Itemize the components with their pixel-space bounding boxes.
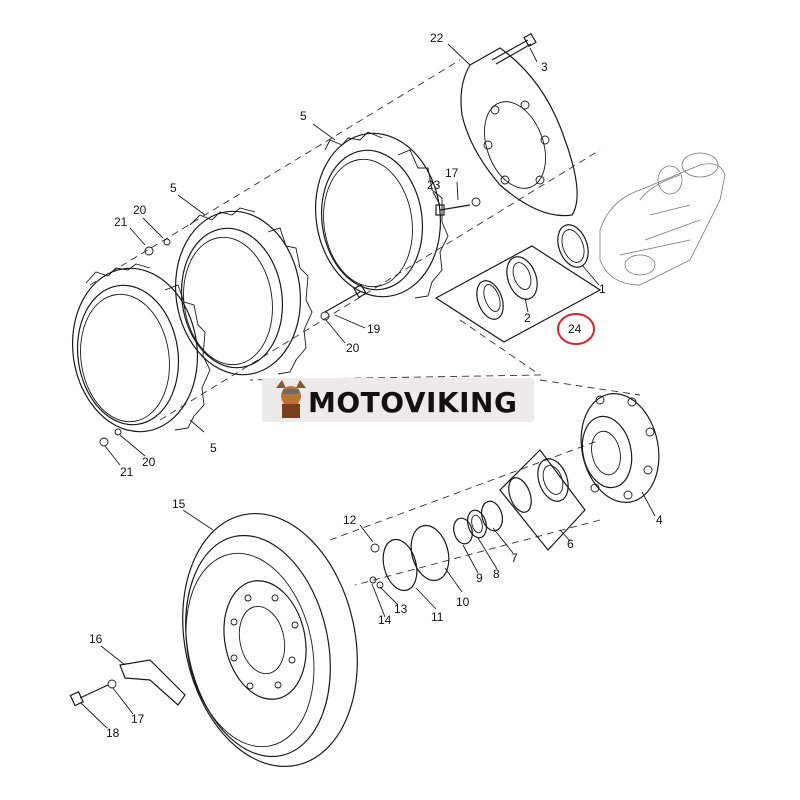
callout-4: 4 (656, 513, 663, 527)
bearing-kit-box (434, 224, 602, 343)
callout-14: 14 (378, 613, 392, 627)
callout-1: 1 (599, 282, 606, 296)
wheel-rim-front (71, 263, 211, 433)
callout-7: 7 (511, 551, 518, 565)
watermark: MOTOVIKING (262, 378, 534, 422)
watermark-text: MOTOVIKING (308, 386, 517, 419)
callout-3: 3 (541, 60, 548, 74)
callout-20-bottom: 20 (142, 455, 156, 469)
callout-16: 16 (89, 632, 103, 646)
callout-5-top: 5 (300, 109, 307, 123)
seals-and-cap (369, 500, 504, 592)
callout-6: 6 (567, 537, 574, 551)
wheel-rim-back (314, 131, 449, 299)
viking-mascot-icon (276, 380, 306, 418)
callout-5-front: 5 (210, 441, 217, 455)
wheel-rim-middle (174, 207, 313, 376)
callout-22: 22 (430, 31, 444, 45)
callout-9: 9 (476, 571, 483, 585)
callout-17-bottom: 17 (131, 712, 145, 726)
callout-17-top: 17 (445, 166, 459, 180)
bracket-assembly (69, 659, 186, 707)
callout-labels: 22 3 5 5 5 17 23 21 20 19 20 1 2 24 21 2… (89, 31, 663, 740)
callout-11: 11 (431, 610, 444, 624)
callout-21-bottom: 21 (120, 465, 134, 479)
callout-2: 2 (524, 311, 531, 325)
callout-15: 15 (172, 497, 186, 511)
highlight-circle (557, 313, 595, 345)
callout-13: 13 (394, 602, 408, 616)
callout-19: 19 (367, 322, 381, 336)
axle-housing (599, 152, 726, 286)
callout-10: 10 (456, 595, 470, 609)
callout-24: 24 (568, 322, 582, 336)
callout-8: 8 (493, 567, 500, 581)
bolt-3 (491, 32, 537, 65)
callout-12: 12 (343, 513, 357, 527)
callout-23: 23 (427, 178, 441, 192)
wheel-tire (182, 512, 358, 768)
rim-hardware (99, 197, 481, 447)
callout-5-middle: 5 (170, 181, 177, 195)
wheel-hub (580, 393, 660, 503)
callout-21-top: 21 (114, 215, 128, 229)
backing-plate (460, 47, 578, 217)
callout-20-middle: 20 (346, 341, 360, 355)
callout-18: 18 (106, 726, 120, 740)
callout-20-top: 20 (133, 203, 147, 217)
leader-lines (80, 43, 656, 729)
hub-bearing-box (499, 449, 586, 551)
